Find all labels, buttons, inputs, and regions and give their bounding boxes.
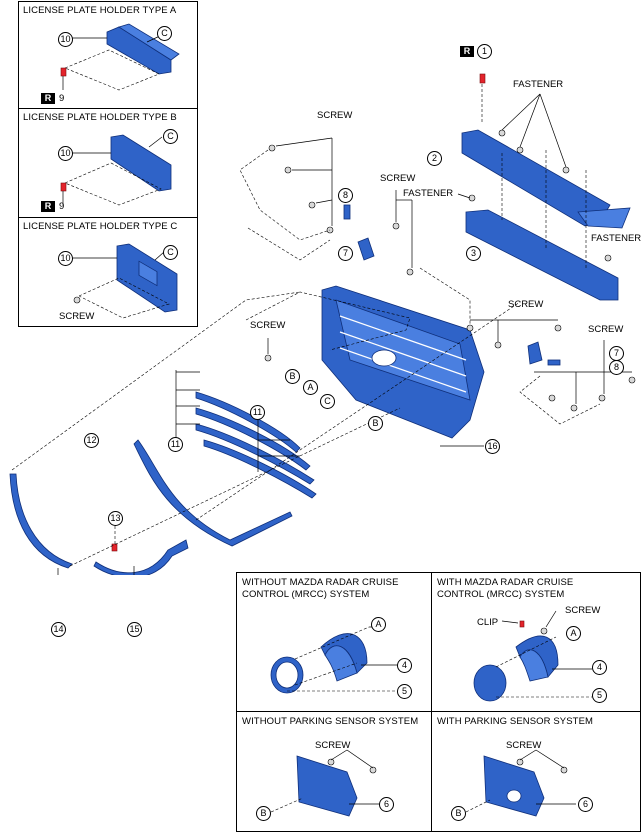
- panel-plate-holder-b: LICENSE PLATE HOLDER TYPE B 10 C R 9: [18, 108, 198, 218]
- fastener-label-top: FASTENER: [513, 79, 564, 90]
- ref-c: C: [163, 129, 178, 144]
- part-number-5: 5: [397, 684, 412, 699]
- clip-label: CLIP: [477, 617, 499, 628]
- screw-label: SCREW: [506, 740, 542, 751]
- part-number-9: 9: [59, 201, 65, 212]
- part-number-8-left: 8: [338, 188, 353, 203]
- part-number-8-right: 8: [609, 360, 624, 375]
- part-number-4: 4: [592, 660, 607, 675]
- panel-title: LICENSE PLATE HOLDER TYPE C: [23, 221, 178, 232]
- part-number-5: 5: [592, 688, 607, 703]
- panel-title: WITH PARKING SENSOR SYSTEM: [437, 716, 594, 727]
- ref-b: B: [256, 806, 271, 821]
- panel-title-line1: WITH MAZDA RADAR CRUISE: [437, 577, 574, 588]
- ref-c: C: [163, 245, 178, 260]
- screw-label-far-right: SCREW: [588, 324, 624, 335]
- part-number-11-left: 11: [168, 437, 183, 452]
- part-number-10: 10: [58, 146, 73, 161]
- clip-13: [111, 543, 118, 552]
- ref-b: B: [451, 806, 466, 821]
- part-number-7-left: 7: [338, 246, 353, 261]
- ref-b-right: B: [368, 416, 383, 431]
- molding-14: [9, 473, 73, 569]
- lower-garnish-12: [133, 439, 293, 547]
- panel-with-mrcc: WITH MAZDA RADAR CRUISE CONTROL (MRCC) S…: [431, 572, 641, 712]
- ref-c: C: [320, 394, 335, 409]
- with-mrcc-drawing: [473, 610, 592, 702]
- without-parking-sensor-drawing: [270, 749, 379, 817]
- part-number-10: 10: [58, 251, 73, 266]
- plate-holder-c-drawing: [71, 243, 178, 319]
- panel-without-mrcc: WITHOUT MAZDA RADAR CRUISE CONTROL (MRCC…: [236, 572, 432, 712]
- panel-plate-holder-a: LICENSE PLATE HOLDER TYPE A 10 C R 9: [18, 1, 198, 109]
- panel-title: LICENSE PLATE HOLDER TYPE A: [23, 5, 177, 16]
- panel-with-parking-sensor: WITH PARKING SENSOR SYSTEM SCREW B 6: [431, 711, 641, 832]
- part-number-3: 3: [466, 246, 481, 261]
- main-exploded-view: [9, 73, 636, 575]
- ref-a: A: [566, 626, 581, 641]
- panel-plate-holder-c: LICENSE PLATE HOLDER TYPE C 10 C SCREW: [18, 217, 198, 327]
- ref-b-left: B: [285, 369, 300, 384]
- screw-label-left: SCREW: [250, 320, 286, 331]
- clip-8-left: [343, 204, 351, 220]
- with-parking-sensor-drawing: [465, 749, 576, 817]
- screw-label: SCREW: [59, 311, 95, 322]
- replace-badge: R: [460, 46, 474, 57]
- screw-label: SCREW: [315, 740, 351, 751]
- replace-badge: R: [41, 93, 55, 104]
- part-number-9: 9: [59, 93, 65, 104]
- part-number-15: 15: [127, 622, 142, 637]
- clip-8-right: [547, 359, 561, 366]
- panel-title: WITHOUT PARKING SENSOR SYSTEM: [242, 716, 419, 727]
- screw-label-right: SCREW: [508, 299, 544, 310]
- part-number-7-right: 7: [609, 346, 624, 361]
- ref-a: A: [303, 380, 318, 395]
- plate-holder-a-drawing: [60, 23, 180, 91]
- fastener-label-mid: FASTENER: [403, 188, 454, 199]
- part-number-6: 6: [379, 797, 394, 812]
- fastener-label-right: FASTENER: [591, 233, 642, 244]
- part-number-11-right: 11: [250, 405, 265, 420]
- bracket-7-left: [357, 237, 375, 261]
- panel-title-line2: CONTROL (MRCC) SYSTEM: [437, 589, 565, 600]
- part-number-4: 4: [397, 658, 412, 673]
- ref-c: C: [157, 26, 172, 41]
- part-number-12: 12: [84, 433, 99, 448]
- molding-15: [93, 539, 189, 575]
- bracket-7-right: [527, 341, 543, 365]
- part-number-1: 1: [477, 44, 492, 59]
- panel-without-parking-sensor: WITHOUT PARKING SENSOR SYSTEM SCREW B 6: [236, 711, 432, 832]
- part-number-6: 6: [578, 797, 593, 812]
- part-number-16: 16: [485, 439, 500, 454]
- grille-bars: [195, 391, 317, 499]
- screw-label-center: SCREW: [380, 173, 416, 184]
- panel-title-line1: WITHOUT MAZDA RADAR CRUISE: [242, 577, 399, 588]
- screw-label: SCREW: [565, 605, 601, 616]
- part-number-10: 10: [58, 32, 73, 47]
- upper-bracket: [465, 209, 619, 301]
- plate-holder-b-drawing: [60, 134, 172, 206]
- part-number-14: 14: [51, 622, 66, 637]
- replace-badge: R: [41, 201, 55, 212]
- part-number-2: 2: [427, 151, 442, 166]
- part-number-13: 13: [108, 511, 123, 526]
- without-mrcc-drawing: [270, 626, 397, 694]
- panel-title-line2: CONTROL (MRCC) SYSTEM: [242, 589, 370, 600]
- ref-a: A: [371, 617, 386, 632]
- screw-label-top: SCREW: [317, 110, 353, 121]
- panel-title: LICENSE PLATE HOLDER TYPE B: [23, 112, 177, 123]
- fastener-red: [479, 73, 486, 84]
